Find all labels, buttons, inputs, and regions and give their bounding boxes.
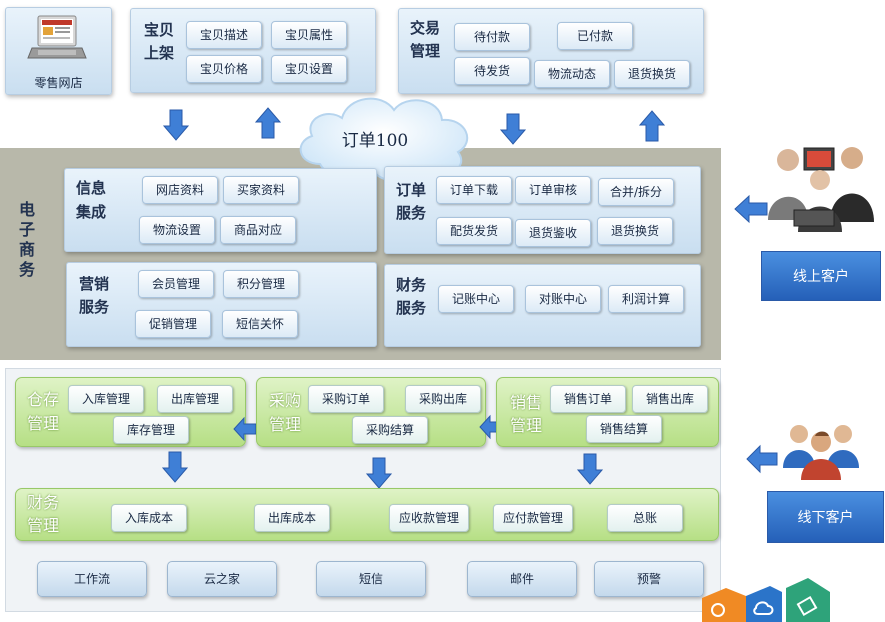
order-review-button[interactable]: 订单审核: [515, 176, 591, 204]
purchase-title-2: 管理: [269, 415, 302, 434]
cubes-icon: [702, 578, 830, 622]
sales-title-1: 销售: [510, 393, 543, 412]
marketing-title-1: 营销: [79, 275, 110, 293]
receivables-management-button[interactable]: 应收款管理: [389, 504, 469, 532]
purchase-outbound-button[interactable]: 采购出库: [405, 385, 481, 413]
pending-payment-button[interactable]: 待付款: [454, 23, 530, 51]
bookkeeping-center-button[interactable]: 记账中心: [438, 285, 514, 313]
arrow-down-icon: [576, 453, 604, 485]
pick-ship-button[interactable]: 配货发货: [436, 217, 512, 245]
return-receipt-button[interactable]: 退货鉴收: [515, 219, 591, 247]
buyer-info-button[interactable]: 买家资料: [223, 176, 299, 204]
finance-management-panel: 财务 管理 入库成本 出库成本 应收款管理 应付款管理 总账: [15, 488, 719, 541]
paid-button[interactable]: 已付款: [557, 22, 633, 50]
sales-title-2: 管理: [510, 416, 543, 435]
listing-panel: 宝贝 上架 宝贝描述 宝贝属性 宝贝价格 宝贝设置: [130, 8, 376, 93]
sms-care-button[interactable]: 短信关怀: [222, 310, 298, 338]
arrow-down-icon: [162, 109, 190, 141]
cloud-label: 订单100: [341, 131, 409, 151]
info-title-2: 集成: [76, 203, 107, 221]
retail-shop-label: 零售网店: [34, 76, 83, 90]
purchase-order-button[interactable]: 采购订单: [308, 385, 384, 413]
ecommerce-title-2: 子: [19, 220, 36, 239]
general-ledger-button[interactable]: 总账: [607, 504, 683, 532]
online-customers-icon: [768, 147, 874, 232]
ecommerce-title-4: 务: [19, 260, 36, 279]
cloud-home-box[interactable]: 云之家: [167, 561, 277, 597]
online-customer-box: 线上客户: [761, 251, 881, 301]
inventory-management-button[interactable]: 库存管理: [113, 416, 189, 444]
payables-management-button[interactable]: 应付款管理: [493, 504, 573, 532]
shop-info-button[interactable]: 网店资料: [142, 176, 218, 204]
purchase-panel: 采购 管理 采购订单 采购出库 采购结算: [256, 377, 486, 447]
sms-box[interactable]: 短信: [316, 561, 426, 597]
outbound-management-button[interactable]: 出库管理: [157, 385, 233, 413]
profit-calculation-button[interactable]: 利润计算: [608, 285, 684, 313]
logistics-settings-button[interactable]: 物流设置: [139, 216, 215, 244]
ecommerce-title-1: 电: [19, 200, 36, 219]
trade-panel: 交易 管理 待付款 已付款 待发货 物流动态 退货换货: [398, 8, 704, 94]
item-attributes-button[interactable]: 宝贝属性: [271, 21, 347, 49]
arrow-left-icon: [734, 194, 768, 224]
finance-service-panel: 财务 服务 记账中心 对账中心 利润计算: [384, 264, 701, 347]
arrow-left-icon: [746, 444, 778, 474]
promotion-management-button[interactable]: 促销管理: [135, 310, 211, 338]
inbound-management-button[interactable]: 入库管理: [68, 385, 144, 413]
finance-mgmt-title-1: 财务: [27, 493, 60, 512]
purchase-title-1: 采购: [269, 391, 302, 410]
return-exchange-top-button[interactable]: 退货换货: [614, 60, 690, 88]
order-title-1: 订单: [396, 181, 427, 199]
item-description-button[interactable]: 宝贝描述: [186, 21, 262, 49]
workflow-box[interactable]: 工作流: [37, 561, 147, 597]
finance-service-title-2: 服务: [396, 299, 427, 317]
warehouse-title-1: 仓存: [27, 390, 60, 409]
listing-title-2: 上架: [144, 44, 175, 62]
item-settings-button[interactable]: 宝贝设置: [271, 55, 347, 83]
reconciliation-center-button[interactable]: 对账中心: [525, 285, 601, 313]
sales-order-button[interactable]: 销售订单: [550, 385, 626, 413]
laptop-icon: [27, 15, 87, 59]
alert-box[interactable]: 预警: [594, 561, 704, 597]
finance-service-title-1: 财务: [396, 276, 427, 294]
info-integration-panel: 信息 集成 网店资料 买家资料 物流设置 商品对应: [64, 168, 377, 252]
warehouse-panel: 仓存 管理 入库管理 出库管理 库存管理: [15, 377, 246, 447]
ecommerce-title-3: 商: [19, 240, 36, 259]
merge-split-button[interactable]: 合并/拆分: [598, 178, 674, 206]
member-management-button[interactable]: 会员管理: [138, 270, 214, 298]
item-price-button[interactable]: 宝贝价格: [186, 55, 262, 83]
order-service-panel: 订单 服务 订单下载 订单审核 合并/拆分 配货发货 退货鉴收 退货换货: [384, 166, 701, 254]
listing-title-1: 宝贝: [144, 21, 175, 39]
sales-panel: 销售 管理 销售订单 销售出库 销售结算: [496, 377, 719, 447]
arrow-down-icon: [161, 451, 189, 483]
arrow-down-icon: [365, 457, 393, 489]
points-management-button[interactable]: 积分管理: [223, 270, 299, 298]
order-download-button[interactable]: 订单下载: [436, 176, 512, 204]
pending-shipment-button[interactable]: 待发货: [454, 57, 530, 85]
trade-title-2: 管理: [410, 42, 441, 60]
warehouse-title-2: 管理: [27, 414, 60, 433]
offline-customers-icon: [783, 425, 859, 480]
finance-mgmt-title-2: 管理: [27, 516, 60, 535]
marketing-title-2: 服务: [79, 298, 110, 316]
offline-customer-box: 线下客户: [767, 491, 884, 543]
marketing-panel: 营销 服务 会员管理 积分管理 促销管理 短信关怀: [66, 262, 377, 347]
retail-shop-panel: 零售网店: [5, 7, 112, 95]
inbound-cost-button[interactable]: 入库成本: [111, 504, 187, 532]
sales-settlement-button[interactable]: 销售结算: [586, 415, 662, 443]
arrow-left-icon: [233, 416, 257, 442]
outbound-cost-button[interactable]: 出库成本: [254, 504, 330, 532]
purchase-settlement-button[interactable]: 采购结算: [352, 416, 428, 444]
return-exchange-button[interactable]: 退货换货: [597, 217, 673, 245]
product-mapping-button[interactable]: 商品对应: [220, 216, 296, 244]
trade-title-1: 交易: [410, 19, 441, 37]
sales-outbound-button[interactable]: 销售出库: [632, 385, 708, 413]
mail-box[interactable]: 邮件: [467, 561, 577, 597]
logistics-status-button[interactable]: 物流动态: [534, 60, 610, 88]
arrow-up-icon: [638, 110, 666, 142]
arrow-down-icon: [499, 113, 527, 145]
info-title-1: 信息: [76, 179, 107, 197]
arrow-up-icon: [254, 107, 282, 139]
order-title-2: 服务: [396, 204, 427, 222]
